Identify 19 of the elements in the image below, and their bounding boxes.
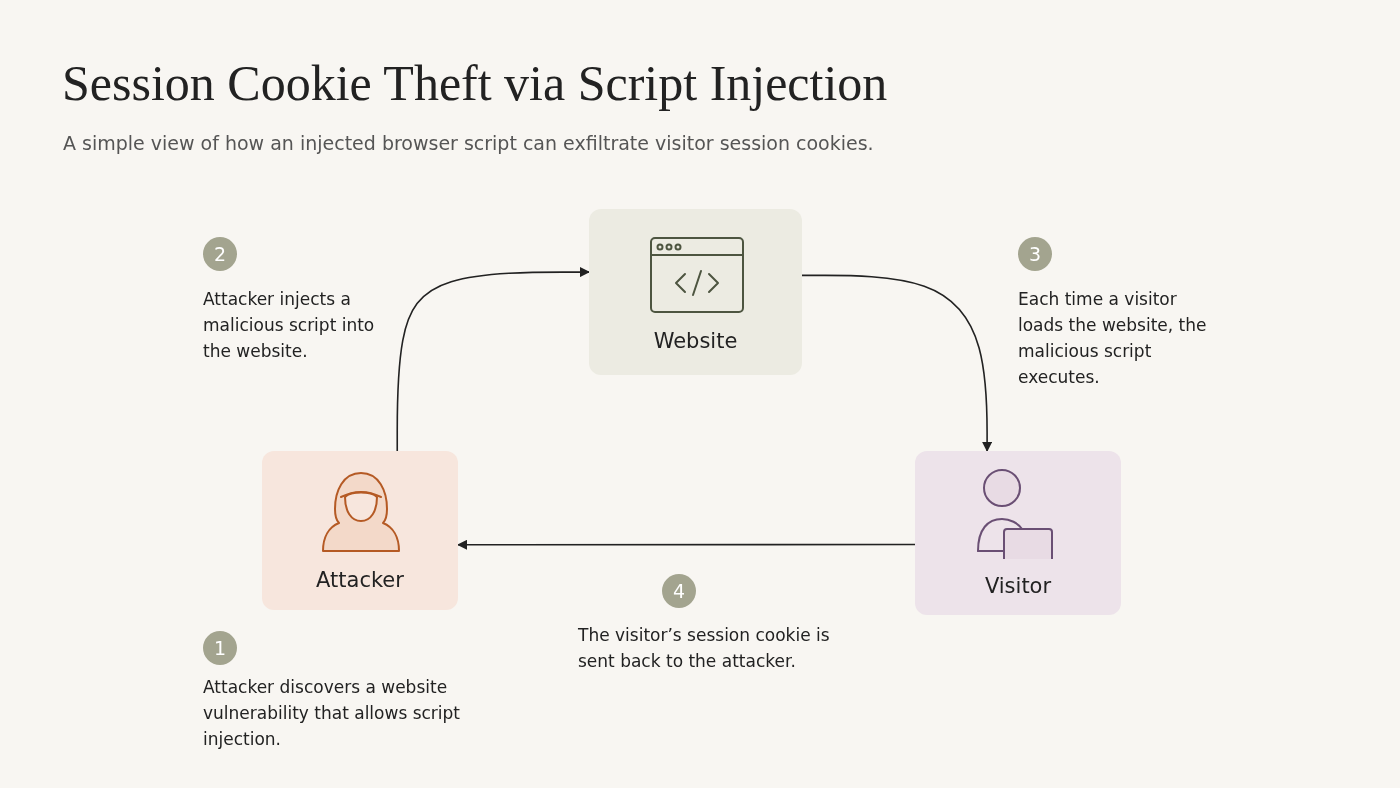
step-description: Attacker discovers a website vulnerability that allows script injection. <box>203 676 462 751</box>
step-description: Each time a visitor loads the website, the malicious script executes. <box>1018 288 1208 389</box>
node-card <box>915 451 1121 615</box>
step-description: Attacker injects a malicious script into the website. <box>203 288 376 363</box>
node-card <box>262 451 458 610</box>
node-label: Attacker <box>315 568 405 592</box>
arrow <box>396 267 590 452</box>
step-number: 1 <box>203 631 237 665</box>
step-number: 3 <box>1018 237 1052 271</box>
node-label: Website <box>652 329 739 353</box>
title: Session Cookie Theft via Script Injection <box>62 54 888 112</box>
arrow <box>801 274 993 452</box>
step-number: 4 <box>662 574 696 608</box>
step-description: The visitor’s session cookie is sent back to the attacker. <box>578 624 831 673</box>
arrow <box>457 539 916 550</box>
node-card <box>589 209 802 375</box>
node-label: Visitor <box>983 574 1053 598</box>
subtitle: A simple view of how an injected browser script can exfiltrate visitor session cookies. <box>63 132 874 154</box>
step-number: 2 <box>203 237 237 271</box>
